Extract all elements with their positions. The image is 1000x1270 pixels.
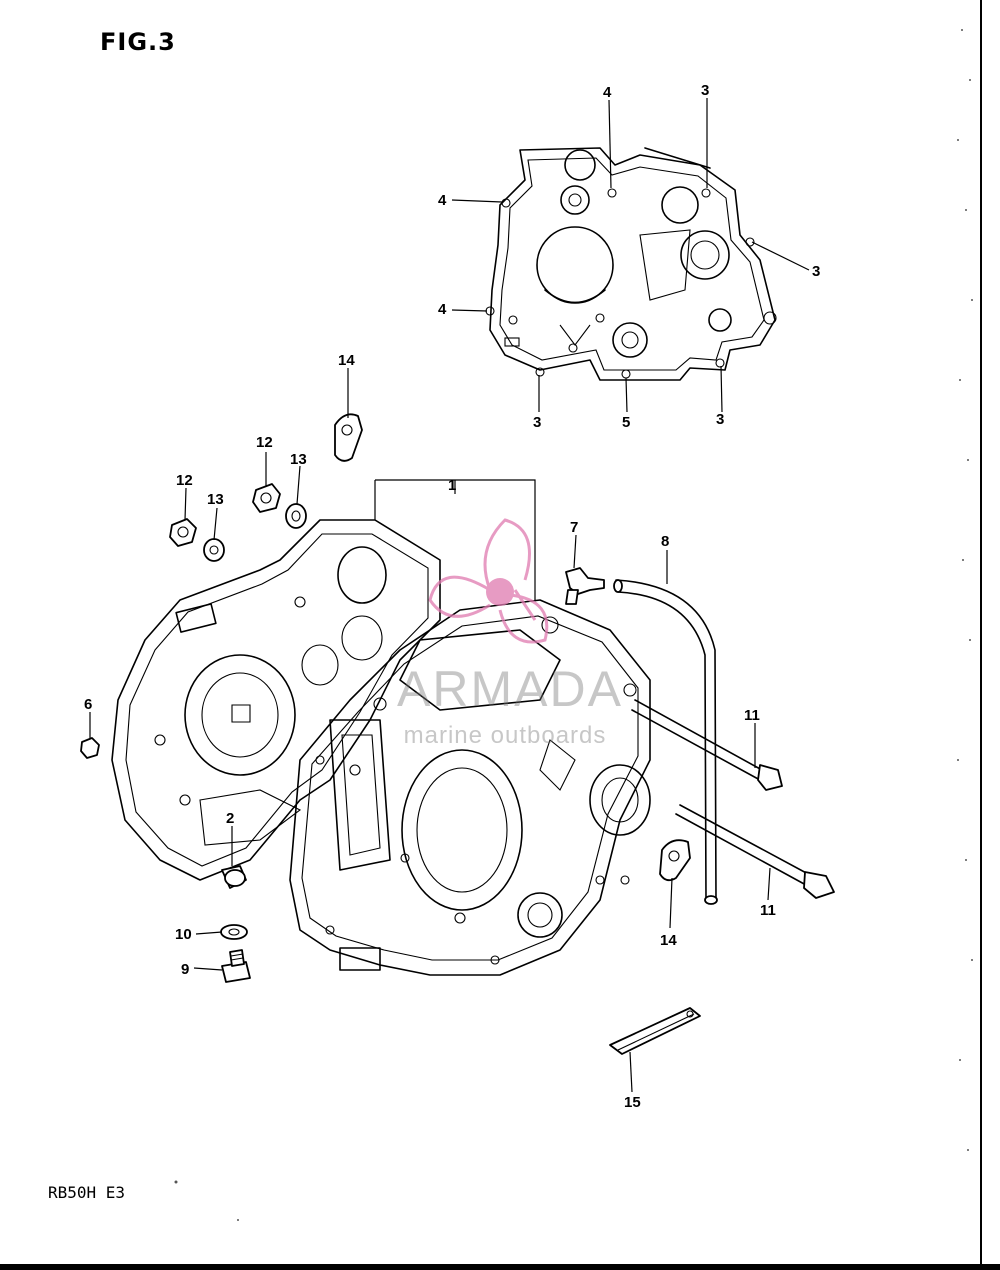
callout-2: 2 xyxy=(226,810,234,827)
scan-noise xyxy=(174,29,973,1221)
plate-14-upper xyxy=(334,413,363,462)
nut-12-left xyxy=(169,518,197,547)
breather-elbow-7 xyxy=(565,567,605,605)
drain-plug-9 xyxy=(221,949,251,983)
callout-13-left: 13 xyxy=(207,491,224,508)
leader-lines xyxy=(89,98,810,1093)
model-code: RB50H E3 xyxy=(48,1183,126,1202)
dowel-pin-2 xyxy=(221,865,247,889)
plate-14-lower xyxy=(659,839,691,882)
callout-6: 6 xyxy=(84,696,92,713)
crankcase-assembly xyxy=(111,519,651,976)
callout-10: 10 xyxy=(175,926,192,943)
callout-14-lower: 14 xyxy=(660,932,677,949)
callout-14-upper: 14 xyxy=(338,352,355,369)
callout-12-left: 12 xyxy=(176,472,193,489)
callout-4-lower-left: 4 xyxy=(438,301,447,318)
clamp-15 xyxy=(609,1007,701,1055)
callout-11-upper: 11 xyxy=(744,707,760,724)
washer-13-left xyxy=(203,538,225,562)
callout-7: 7 xyxy=(570,519,578,536)
scan-edge-right xyxy=(980,0,982,1270)
washer-13-right xyxy=(285,503,307,529)
crankcase-gasket xyxy=(485,147,777,381)
gasket-washer-10 xyxy=(220,924,248,940)
bolt-11-upper xyxy=(631,699,783,791)
callout-13-right: 13 xyxy=(290,451,307,468)
callout-numbers: 1 2 3 3 3 3 4 4 4 5 6 7 8 9 10 11 11 12 … xyxy=(84,82,820,1111)
callout-5: 5 xyxy=(622,414,630,431)
callout-3-bottom-right: 3 xyxy=(716,411,724,428)
bolt-11-lower xyxy=(675,804,835,899)
callout-1: 1 xyxy=(448,477,456,494)
callout-15: 15 xyxy=(624,1094,641,1111)
breather-hose-8 xyxy=(613,579,718,905)
callout-3-right: 3 xyxy=(812,263,820,280)
nut-12-right xyxy=(252,483,281,513)
callout-3-top: 3 xyxy=(701,82,709,99)
callout-12-right: 12 xyxy=(256,434,273,451)
nut-6 xyxy=(80,737,100,759)
scan-edge-bottom xyxy=(0,1264,1000,1270)
callout-4-top: 4 xyxy=(603,84,612,101)
callout-9: 9 xyxy=(181,961,189,978)
callout-8: 8 xyxy=(661,533,669,550)
callout-4-upper-left: 4 xyxy=(438,192,447,209)
callout-11-lower: 11 xyxy=(760,902,776,919)
callout-3-bottom-left: 3 xyxy=(533,414,541,431)
figure-title: FIG.3 xyxy=(100,28,176,56)
